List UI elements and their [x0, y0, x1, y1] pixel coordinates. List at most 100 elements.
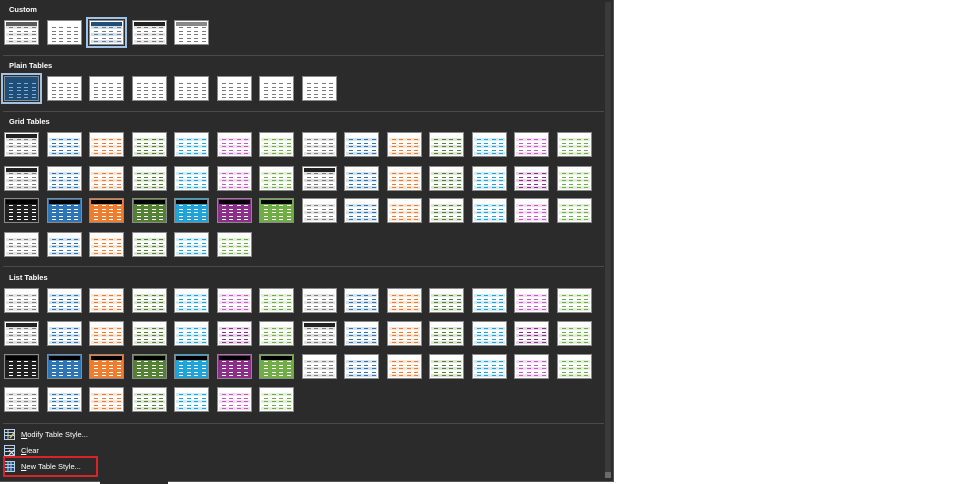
table-style-thumbnail[interactable] [344, 288, 379, 313]
table-style-thumbnail[interactable] [259, 198, 294, 223]
table-style-thumbnail[interactable] [216, 387, 252, 412]
table-style-thumbnail[interactable] [471, 198, 507, 223]
table-style-thumbnail[interactable] [344, 132, 379, 157]
table-style-thumbnail[interactable] [556, 321, 592, 346]
table-style-thumbnail[interactable] [514, 288, 549, 313]
table-style-thumbnail[interactable] [4, 166, 39, 191]
table-style-thumbnail[interactable] [46, 198, 82, 223]
table-style-thumbnail[interactable] [131, 166, 167, 191]
clear-command[interactable]: Clear [4, 442, 96, 458]
table-style-thumbnail[interactable] [514, 354, 549, 379]
table-style-thumbnail[interactable] [174, 288, 209, 313]
table-style-thumbnail[interactable] [216, 76, 252, 101]
table-style-thumbnail[interactable] [174, 20, 209, 45]
table-style-thumbnail[interactable] [131, 321, 167, 346]
table-style-thumbnail[interactable] [4, 321, 39, 346]
table-style-thumbnail[interactable] [46, 132, 82, 157]
table-style-thumbnail[interactable] [131, 232, 167, 257]
table-style-thumbnail[interactable] [471, 132, 507, 157]
table-style-thumbnail[interactable] [556, 288, 592, 313]
table-style-thumbnail[interactable] [174, 76, 209, 101]
table-style-thumbnail[interactable] [301, 76, 337, 101]
scrollbar-track[interactable] [605, 2, 611, 478]
table-style-thumbnail[interactable] [89, 354, 124, 379]
table-style-thumbnail[interactable] [131, 387, 167, 412]
table-style-thumbnail[interactable] [386, 132, 422, 157]
table-style-thumbnail[interactable] [216, 198, 252, 223]
table-style-thumbnail[interactable] [301, 132, 337, 157]
table-style-thumbnail[interactable] [216, 132, 252, 157]
table-style-thumbnail[interactable] [429, 166, 464, 191]
table-style-thumbnail[interactable] [131, 198, 167, 223]
table-style-thumbnail[interactable] [471, 354, 507, 379]
table-style-thumbnail[interactable] [46, 288, 82, 313]
table-style-thumbnail[interactable] [89, 232, 124, 257]
table-style-thumbnail[interactable] [301, 354, 337, 379]
table-style-thumbnail[interactable] [344, 198, 379, 223]
table-style-thumbnail[interactable] [86, 17, 127, 48]
table-style-thumbnail[interactable] [89, 76, 124, 101]
table-style-thumbnail[interactable] [46, 321, 82, 346]
table-style-thumbnail[interactable] [514, 132, 549, 157]
table-style-thumbnail[interactable] [514, 321, 549, 346]
table-style-thumbnail[interactable] [46, 166, 82, 191]
table-style-thumbnail[interactable] [216, 321, 252, 346]
table-style-thumbnail[interactable] [259, 321, 294, 346]
table-style-thumbnail[interactable] [131, 354, 167, 379]
table-style-thumbnail[interactable] [216, 354, 252, 379]
table-style-thumbnail[interactable] [344, 166, 379, 191]
new-table-style-command[interactable]: New Table Style... [4, 458, 96, 474]
table-style-thumbnail[interactable] [174, 321, 209, 346]
table-style-thumbnail[interactable] [46, 354, 82, 379]
table-style-thumbnail[interactable] [174, 198, 209, 223]
table-style-thumbnail[interactable] [131, 132, 167, 157]
table-style-thumbnail[interactable] [131, 76, 167, 101]
table-style-thumbnail[interactable] [429, 321, 464, 346]
table-style-thumbnail[interactable] [386, 354, 422, 379]
table-style-thumbnail[interactable] [174, 166, 209, 191]
table-style-thumbnail[interactable] [386, 166, 422, 191]
table-style-thumbnail[interactable] [4, 20, 39, 45]
table-style-thumbnail[interactable] [216, 166, 252, 191]
table-style-thumbnail[interactable] [216, 288, 252, 313]
table-style-thumbnail[interactable] [89, 288, 124, 313]
table-style-thumbnail[interactable] [4, 354, 39, 379]
table-style-thumbnail[interactable] [514, 198, 549, 223]
table-style-thumbnail[interactable] [386, 288, 422, 313]
table-style-thumbnail[interactable] [4, 232, 39, 257]
table-style-thumbnail[interactable] [556, 132, 592, 157]
table-style-thumbnail[interactable] [471, 288, 507, 313]
table-style-thumbnail[interactable] [344, 354, 379, 379]
table-style-thumbnail[interactable] [556, 198, 592, 223]
table-style-thumbnail[interactable] [259, 387, 294, 412]
table-style-thumbnail[interactable] [174, 132, 209, 157]
table-style-thumbnail[interactable] [259, 354, 294, 379]
table-style-thumbnail[interactable] [89, 132, 124, 157]
table-style-thumbnail[interactable] [301, 198, 337, 223]
table-style-thumbnail[interactable] [556, 354, 592, 379]
table-style-thumbnail[interactable] [429, 354, 464, 379]
table-style-thumbnail[interactable] [4, 288, 39, 313]
table-style-thumbnail[interactable] [471, 166, 507, 191]
table-style-thumbnail[interactable] [386, 198, 422, 223]
table-style-thumbnail[interactable] [301, 288, 337, 313]
table-style-thumbnail[interactable] [131, 20, 167, 45]
table-style-thumbnail[interactable] [301, 166, 337, 191]
table-style-thumbnail[interactable] [89, 166, 124, 191]
table-style-thumbnail[interactable] [259, 288, 294, 313]
table-style-thumbnail[interactable] [514, 166, 549, 191]
table-style-thumbnail[interactable] [4, 132, 39, 157]
table-style-thumbnail[interactable] [46, 76, 82, 101]
table-style-thumbnail[interactable] [46, 387, 82, 412]
table-style-thumbnail[interactable] [174, 232, 209, 257]
table-style-thumbnail[interactable] [174, 354, 209, 379]
gallery-scrollbar[interactable] [605, 2, 611, 478]
table-style-thumbnail[interactable] [46, 20, 82, 45]
table-style-thumbnail[interactable] [131, 288, 167, 313]
table-style-thumbnail[interactable] [259, 76, 294, 101]
table-style-thumbnail[interactable] [344, 321, 379, 346]
table-style-thumbnail[interactable] [89, 198, 124, 223]
table-style-thumbnail[interactable] [259, 166, 294, 191]
table-style-thumbnail[interactable] [556, 166, 592, 191]
scroll-resize-grip[interactable] [605, 472, 611, 478]
